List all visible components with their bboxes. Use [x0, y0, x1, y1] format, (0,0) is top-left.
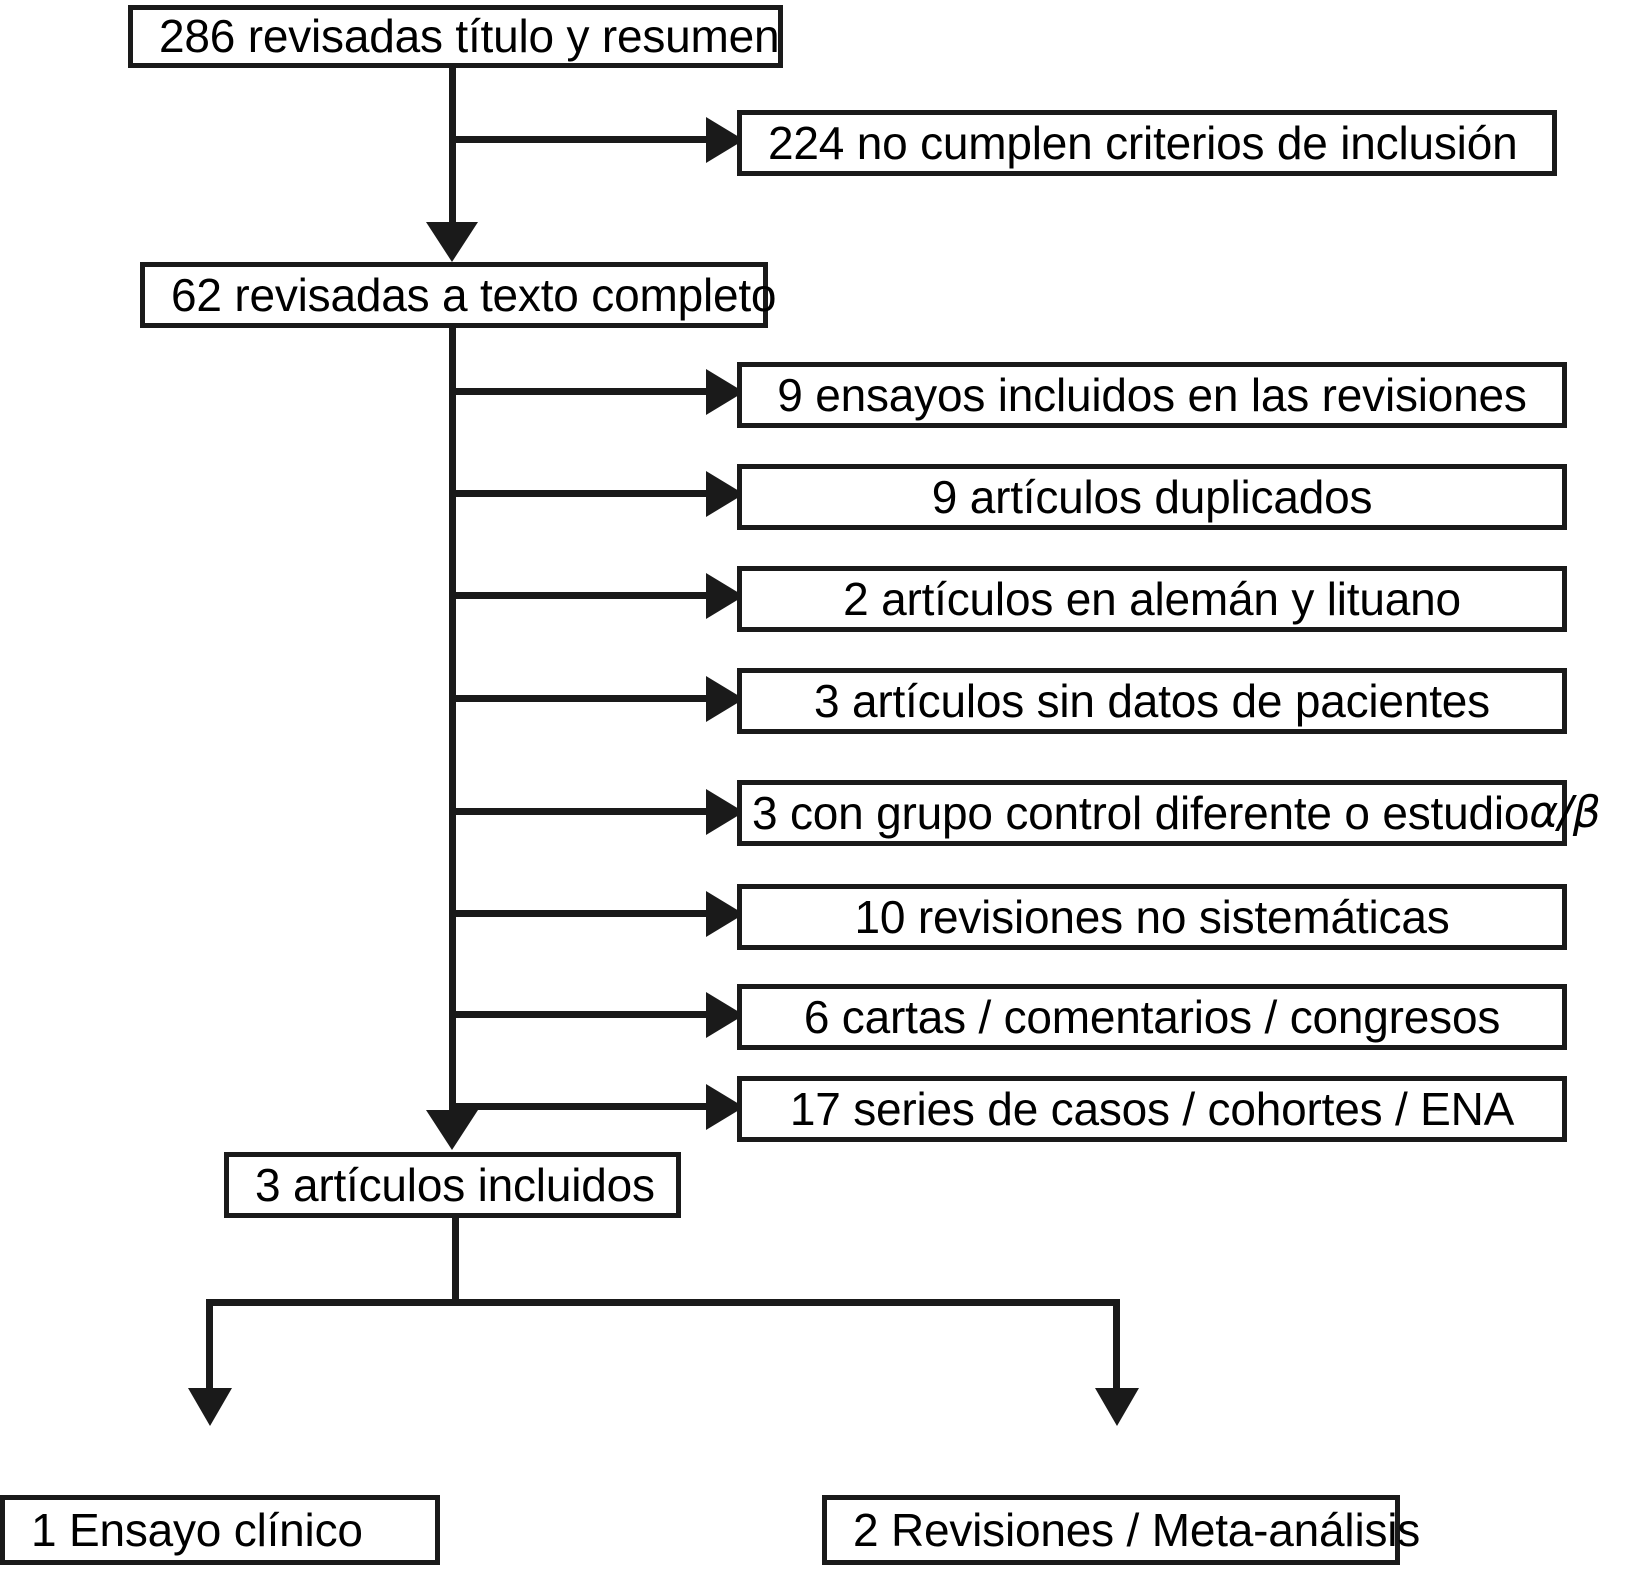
connector-exclusion-5	[456, 910, 716, 917]
alpha-beta-symbol: α/β	[1529, 786, 1601, 838]
node-screened: 286 revisadas título y resumen	[128, 5, 783, 68]
exclusion-label-1: 9 artículos duplicados	[931, 470, 1373, 523]
node-fulltext: 62 revisadas a texto completo	[140, 262, 777, 328]
node-included-final: 3 artículos incluidos	[224, 1152, 681, 1218]
node-reviews-meta: 2 Revisiones / Meta-análisis	[822, 1495, 1420, 1565]
exclusion-label-7: 17 series de casos / cohortes / ENA	[789, 1082, 1515, 1135]
connector-exclusion-0	[456, 388, 716, 395]
node-clinical-trial-label: 1 Ensayo clínico	[31, 1503, 363, 1556]
exclusion-label-6: 6 cartas / comentarios / congresos	[803, 990, 1501, 1043]
connector-exclusion-7	[456, 1103, 716, 1110]
node-clinical-trial: 1 Ensayo clínico	[0, 1495, 440, 1565]
exclusion-box-7: 17 series de casos / cohortes / ENA	[737, 1076, 1567, 1142]
node-reviews-meta-label: 2 Revisiones / Meta-análisis	[853, 1503, 1421, 1556]
connector-split-left-leg	[206, 1299, 213, 1411]
node-excluded-criteria: 224 no cumplen criterios de inclusión	[737, 110, 1557, 176]
exclusion-label-5: 10 revisiones no sistemáticas	[854, 890, 1450, 943]
connector-exclusion-3	[456, 695, 716, 702]
connector-exclusion-1	[456, 490, 716, 497]
exclusion-box-4: 3 con grupo control diferente o estudio …	[737, 780, 1601, 846]
connector-split-right-leg	[1113, 1299, 1120, 1411]
exclusion-box-0: 9 ensayos incluidos en las revisiones	[737, 362, 1567, 428]
exclusion-box-1: 9 artículos duplicados	[737, 464, 1567, 530]
arrow-into-clinical-trial	[188, 1388, 232, 1426]
exclusion-label-4: 3 con grupo control diferente o estudio	[752, 786, 1530, 839]
node-excluded-criteria-label: 224 no cumplen criterios de inclusión	[768, 116, 1518, 169]
connector-screened-to-fulltext	[449, 68, 456, 253]
connector-included-to-split	[452, 1218, 459, 1306]
node-fulltext-label: 62 revisadas a texto completo	[171, 268, 777, 321]
connector-exclusion-2	[456, 592, 716, 599]
exclusion-box-2: 2 artículos en alemán y lituano	[737, 566, 1567, 632]
exclusion-box-6: 6 cartas / comentarios / congresos	[737, 984, 1567, 1050]
connector-exclusion-6	[456, 1011, 716, 1018]
exclusion-label-3: 3 artículos sin datos de pacientes	[814, 674, 1490, 727]
connector-split-bar	[206, 1299, 1120, 1306]
connector-exclusion-4	[456, 808, 716, 815]
exclusion-label-0: 9 ensayos incluidos en las revisiones	[777, 368, 1527, 421]
arrow-into-fulltext	[426, 222, 478, 262]
exclusion-box-5: 10 revisiones no sistemáticas	[737, 884, 1567, 950]
node-included-final-label: 3 artículos incluidos	[255, 1158, 655, 1211]
exclusion-box-3: 3 artículos sin datos de pacientes	[737, 668, 1567, 734]
connector-fulltext-trunk	[449, 328, 456, 1128]
arrow-into-included-final	[426, 1110, 478, 1150]
connector-to-excluded-criteria	[456, 136, 716, 143]
node-screened-label: 286 revisadas título y resumen	[159, 10, 780, 63]
arrow-into-reviews-meta	[1095, 1388, 1139, 1426]
exclusion-label-2: 2 artículos en alemán y lituano	[843, 572, 1461, 625]
